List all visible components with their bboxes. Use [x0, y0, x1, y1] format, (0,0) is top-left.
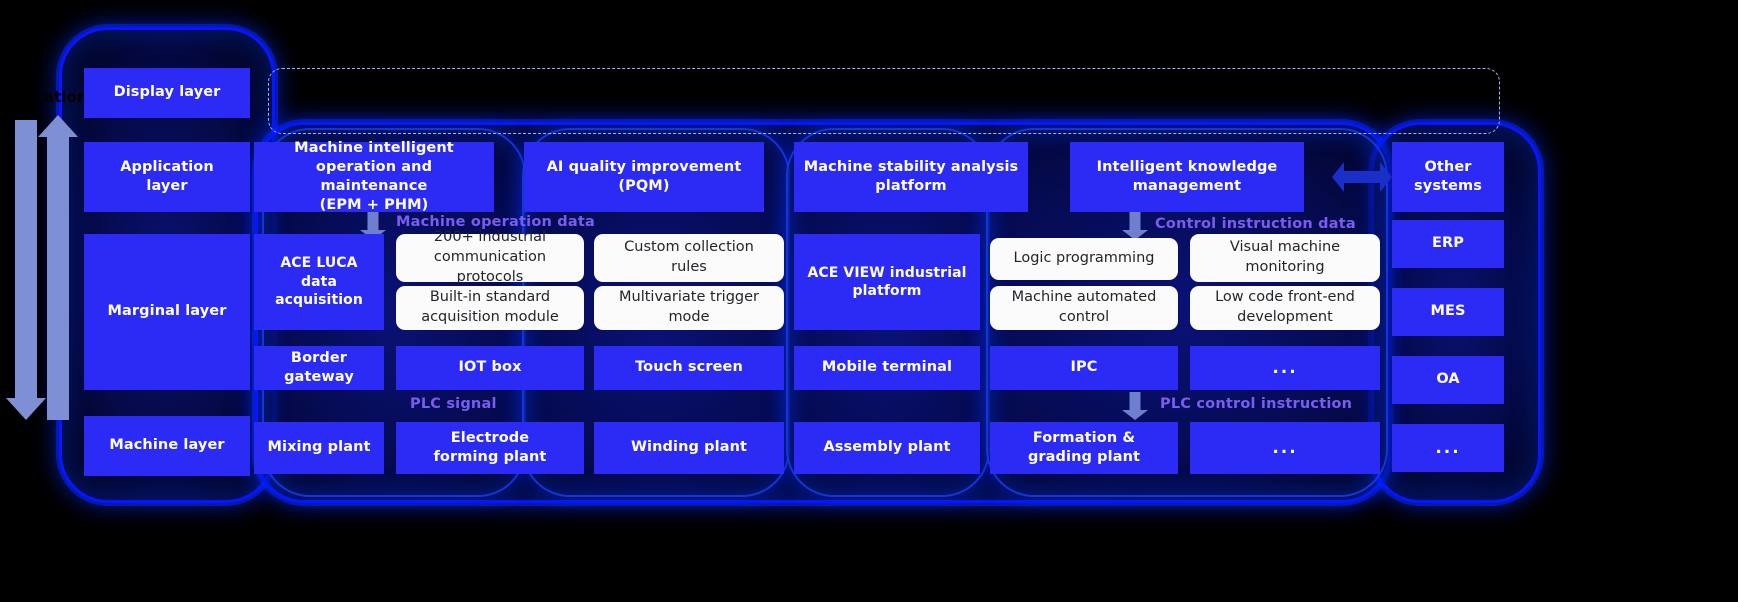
marginal-card-visual-machine-monitoring[interactable]: Visual machine monitoring	[1190, 234, 1380, 282]
marginal-card-protocols[interactable]: 200+ industrial communication protocols	[396, 229, 584, 285]
layer-label-display-text: Display layer	[113, 84, 221, 101]
device-label: IPC	[1070, 359, 1098, 376]
marginal-device-ipc[interactable]: IPC	[990, 346, 1178, 390]
machine-plant-electrode-forming[interactable]: Electrode forming plant	[396, 422, 584, 474]
external-system-label: MES	[1430, 303, 1466, 320]
card-label: Built-in standard acquisition module	[421, 289, 559, 325]
arrow-bar	[1343, 171, 1381, 183]
marginal-card-builtin-acquisition-module[interactable]: Built-in standard acquisition module	[396, 286, 584, 330]
layer-label-application-text: Application layer	[120, 158, 214, 194]
marginal-card-machine-automated-control[interactable]: Machine automated control	[990, 286, 1178, 330]
mini-down-arrow-right	[1122, 212, 1148, 240]
mini-arrow-shaft	[367, 212, 379, 231]
down-arrow-head	[6, 398, 46, 420]
device-label: Mobile terminal	[821, 359, 953, 376]
platform-label: ACE LUCA data acquisition	[275, 255, 363, 309]
platform-label: ACE VIEW industrial platform	[807, 264, 967, 299]
layer-label-display: Display layer	[84, 68, 250, 118]
external-system-label: ...	[1435, 437, 1461, 458]
app-card-other-systems[interactable]: Other systems	[1392, 142, 1504, 212]
app-card-label: Other systems	[1414, 158, 1482, 194]
external-system-label: ERP	[1432, 235, 1464, 252]
layer-label-machine: Machine layer	[84, 416, 250, 476]
marginal-card-low-code-frontend-development[interactable]: Low code front-end development	[1190, 286, 1380, 330]
card-label: Low code front-end development	[1215, 289, 1355, 325]
display-layer-dashed-region	[268, 68, 1500, 134]
marginal-device-border-gateway[interactable]: Border gateway	[254, 346, 384, 390]
up-arrow-shaft	[47, 135, 69, 420]
marginal-device-mobile-terminal[interactable]: Mobile terminal	[794, 346, 980, 390]
external-system-erp[interactable]: ERP	[1392, 220, 1504, 268]
marginal-device-more[interactable]: ...	[1190, 346, 1380, 390]
mini-down-arrow-plc	[1122, 392, 1148, 420]
mini-arrow-head	[1122, 230, 1148, 240]
plant-label: Mixing plant	[267, 439, 371, 456]
external-system-oa[interactable]: OA	[1392, 356, 1504, 404]
card-label: Visual machine monitoring	[1229, 239, 1341, 275]
device-label: IOT box	[458, 359, 522, 376]
plant-label: Winding plant	[630, 439, 748, 456]
card-label: 200+ industrial communication protocols	[433, 229, 547, 285]
card-label: Multivariate trigger mode	[619, 289, 759, 325]
app-card-machine-intelligent-om[interactable]: Machine intelligent operation and mainte…	[254, 140, 494, 213]
layer-label-machine-text: Machine layer	[109, 437, 225, 454]
app-card-intelligent-knowledge-management[interactable]: Intelligent knowledge management	[1070, 142, 1304, 212]
plant-label: ...	[1272, 437, 1298, 458]
flow-label-control-instruction-data: Control instruction data	[1155, 216, 1356, 232]
app-card-label: Intelligent knowledge management	[1096, 158, 1278, 194]
plant-label: Electrode forming plant	[433, 429, 547, 465]
device-label: ...	[1272, 357, 1298, 378]
card-label: Machine automated control	[1011, 289, 1157, 325]
arrow-head-right	[1380, 162, 1392, 192]
device-label: Border gateway	[284, 349, 354, 385]
machine-plant-assembly[interactable]: Assembly plant	[794, 422, 980, 474]
mini-arrow-head	[1122, 410, 1148, 420]
flow-label-machine-operation-data: Machine operation data	[396, 214, 595, 230]
machine-plant-winding[interactable]: Winding plant	[594, 422, 784, 474]
app-to-other-systems-arrow	[1332, 162, 1392, 192]
external-system-label: OA	[1436, 371, 1460, 388]
machine-plant-formation-grading[interactable]: Formation & grading plant	[990, 422, 1178, 474]
machine-plant-more[interactable]: ...	[1190, 422, 1380, 474]
marginal-platform-ace-luca[interactable]: ACE LUCA data acquisition	[254, 234, 384, 330]
card-label: Custom collection rules	[624, 239, 754, 275]
plant-label: Assembly plant	[823, 439, 951, 456]
flow-label-plc-signal: PLC signal	[410, 396, 497, 412]
clipped-left-label: ation	[44, 88, 88, 106]
app-card-label: Machine intelligent operation and mainte…	[294, 139, 454, 214]
flow-label-plc-control-instruction: PLC control instruction	[1160, 396, 1353, 412]
marginal-device-touch-screen[interactable]: Touch screen	[594, 346, 784, 390]
down-arrow	[4, 120, 48, 420]
mini-arrow-shaft	[1129, 212, 1141, 231]
marginal-card-multivariate-trigger-mode[interactable]: Multivariate trigger mode	[594, 286, 784, 330]
up-arrow-head	[38, 115, 78, 137]
layer-label-marginal: Marginal layer	[84, 234, 250, 390]
down-arrow-shaft	[15, 120, 37, 400]
external-system-mes[interactable]: MES	[1392, 288, 1504, 336]
plant-label: Formation & grading plant	[1027, 429, 1141, 465]
up-arrow	[36, 115, 80, 420]
device-label: Touch screen	[635, 359, 743, 376]
app-card-label: Machine stability analysis platform	[803, 158, 1019, 194]
app-card-ai-quality-improvement[interactable]: AI quality improvement (PQM)	[524, 142, 764, 212]
app-card-machine-stability-analysis[interactable]: Machine stability analysis platform	[794, 142, 1028, 212]
marginal-card-logic-programming[interactable]: Logic programming	[990, 238, 1178, 280]
arrow-head-left	[1332, 162, 1344, 192]
card-label: Logic programming	[1013, 250, 1155, 267]
marginal-device-iot-box[interactable]: IOT box	[396, 346, 584, 390]
machine-plant-mixing[interactable]: Mixing plant	[254, 422, 384, 474]
external-system-more[interactable]: ...	[1392, 424, 1504, 472]
layer-label-marginal-text: Marginal layer	[107, 303, 227, 320]
marginal-card-custom-collection-rules[interactable]: Custom collection rules	[594, 234, 784, 282]
mini-arrow-shaft	[1129, 392, 1141, 411]
marginal-platform-ace-view[interactable]: ACE VIEW industrial platform	[794, 234, 980, 330]
app-card-label: AI quality improvement (PQM)	[546, 158, 742, 194]
layer-label-application: Application layer	[84, 142, 250, 212]
